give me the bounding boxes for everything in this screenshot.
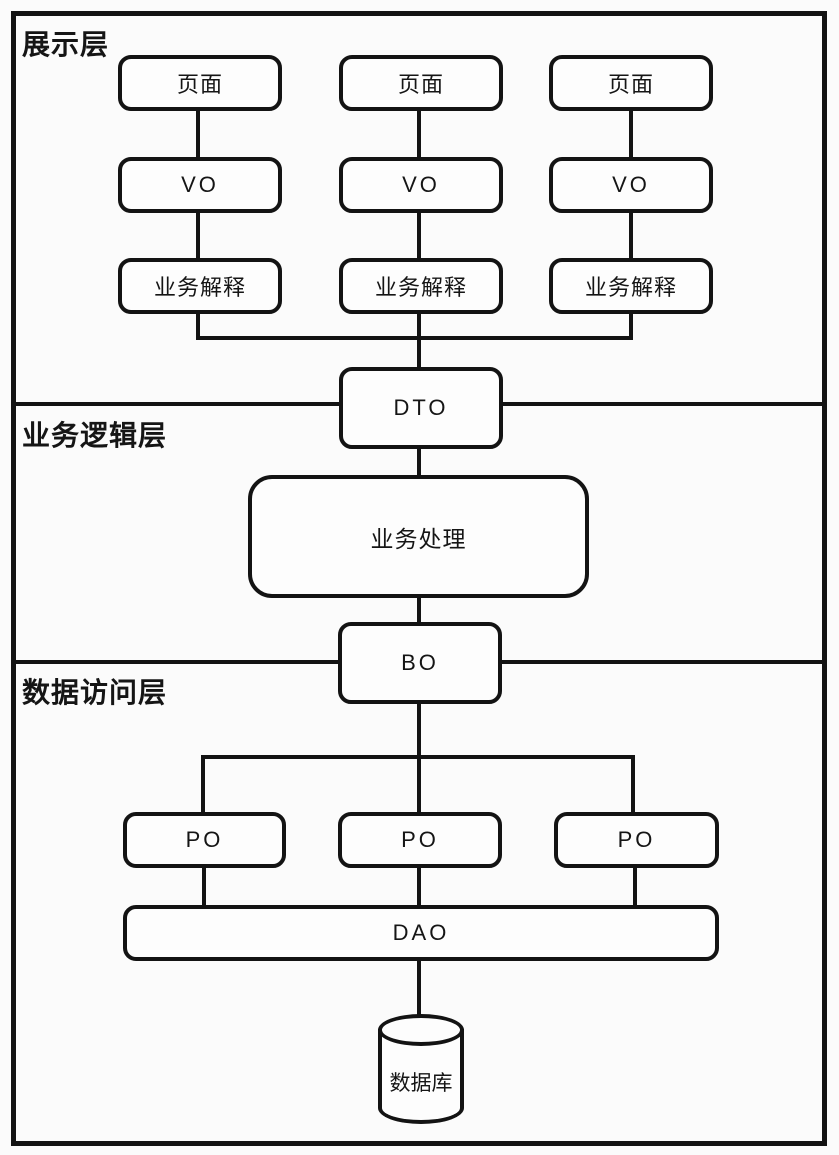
interpret-box-2: 业务解释 — [339, 258, 503, 314]
connector-vo3-interpret3 — [629, 210, 633, 261]
dto-box: DTO — [339, 367, 503, 449]
connector-dto-process — [417, 447, 421, 477]
database-cylinder: 数据库 — [378, 1014, 464, 1124]
vo-box-2: VO — [339, 157, 503, 213]
branch-bus-line — [201, 755, 635, 759]
connector-interpret1-merge — [196, 311, 200, 340]
interpret-box-1: 业务解释 — [118, 258, 282, 314]
interpret-box-3: 业务解释 — [549, 258, 713, 314]
connector-page1-vo1 — [196, 108, 200, 160]
diagram-outer-border — [11, 11, 827, 1146]
layer-label-presentation: 展示层 — [22, 29, 110, 60]
layer-label-business: 业务逻辑层 — [22, 420, 168, 451]
dao-box: DAO — [123, 905, 719, 961]
connector-po3-dao — [633, 865, 637, 907]
connector-interpret2-dto — [417, 311, 421, 369]
page-box-1: 页面 — [118, 55, 282, 111]
connector-interpret3-merge — [629, 311, 633, 340]
page-box-3: 页面 — [549, 55, 713, 111]
connector-page3-vo3 — [629, 108, 633, 160]
page-box-2: 页面 — [339, 55, 503, 111]
connector-branch-po1 — [201, 757, 205, 814]
database-label: 数据库 — [389, 1071, 453, 1095]
connector-page2-vo2 — [417, 108, 421, 160]
connector-dao-database — [417, 959, 421, 1017]
connector-po2-dao — [417, 865, 421, 907]
database-cylinder-top — [378, 1014, 464, 1046]
connector-vo2-interpret2 — [417, 210, 421, 261]
po-box-1: PO — [123, 812, 286, 868]
connector-po1-dao — [202, 865, 206, 907]
vo-box-1: VO — [118, 157, 282, 213]
connector-process-bo — [417, 596, 421, 624]
process-box: 业务处理 — [248, 475, 589, 598]
bo-box: BO — [338, 622, 502, 704]
layer-label-data-access: 数据访问层 — [22, 677, 168, 708]
vo-box-3: VO — [549, 157, 713, 213]
connector-branch-po3 — [631, 757, 635, 814]
po-box-2: PO — [338, 812, 502, 868]
connector-vo1-interpret1 — [196, 210, 200, 261]
merge-bus-line — [196, 336, 633, 340]
po-box-3: PO — [554, 812, 719, 868]
